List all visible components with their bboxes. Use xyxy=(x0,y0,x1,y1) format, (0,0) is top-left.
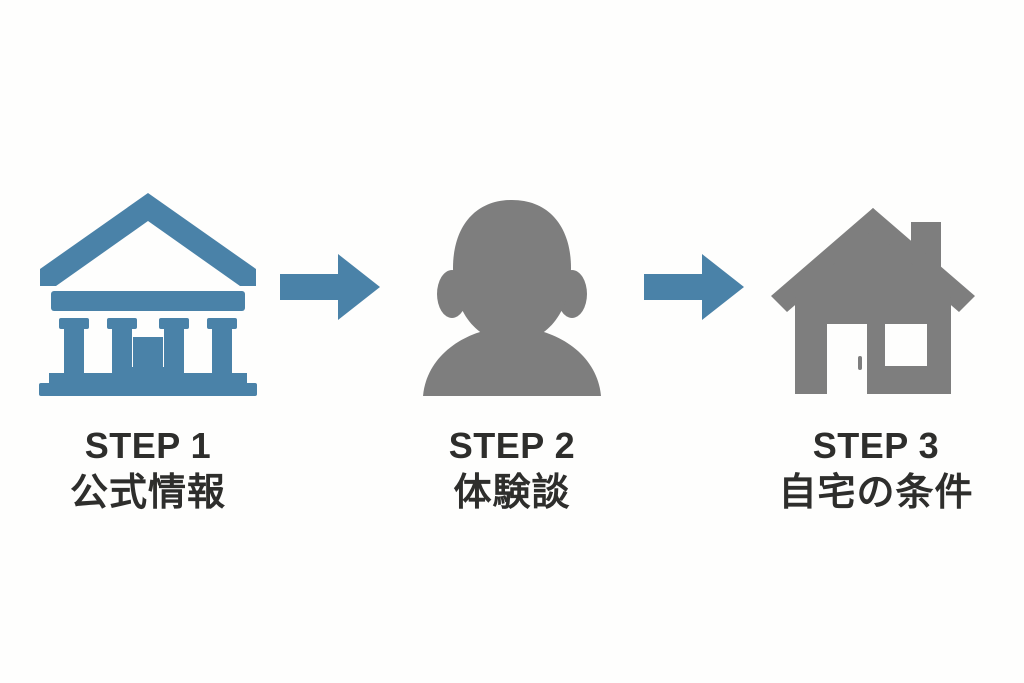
step-3: STEP 3 自宅の条件 xyxy=(752,178,1000,515)
house-icon xyxy=(771,208,975,394)
step-2: STEP 2 体験談 xyxy=(388,178,636,515)
step-1-icon-box xyxy=(37,178,259,396)
arrow-step1-to-step2-box xyxy=(272,178,388,396)
step-2-labels: STEP 2 体験談 xyxy=(448,425,576,515)
bank-building-icon xyxy=(39,193,257,396)
step-1-labels: STEP 1 公式情報 xyxy=(69,425,226,515)
step-1-subtitle: 公式情報 xyxy=(69,472,226,515)
step-1: STEP 1 公式情報 xyxy=(24,178,272,515)
step-2-title: STEP 2 xyxy=(448,425,576,466)
arrow-step2-to-step3-box xyxy=(636,178,752,396)
step-3-icon-box xyxy=(769,178,983,396)
arrow-right-icon xyxy=(644,254,744,320)
step-3-subtitle: 自宅の条件 xyxy=(778,472,974,515)
step-2-icon-box xyxy=(419,178,605,396)
step-1-title: STEP 1 xyxy=(84,425,212,466)
arrow-right-icon xyxy=(280,254,380,320)
person-silhouette-icon xyxy=(423,200,601,396)
step-3-title: STEP 3 xyxy=(812,425,940,466)
step-2-subtitle: 体験談 xyxy=(453,472,571,515)
steps-row: STEP 1 公式情報 xyxy=(0,178,1024,538)
step-3-labels: STEP 3 自宅の条件 xyxy=(778,425,974,515)
